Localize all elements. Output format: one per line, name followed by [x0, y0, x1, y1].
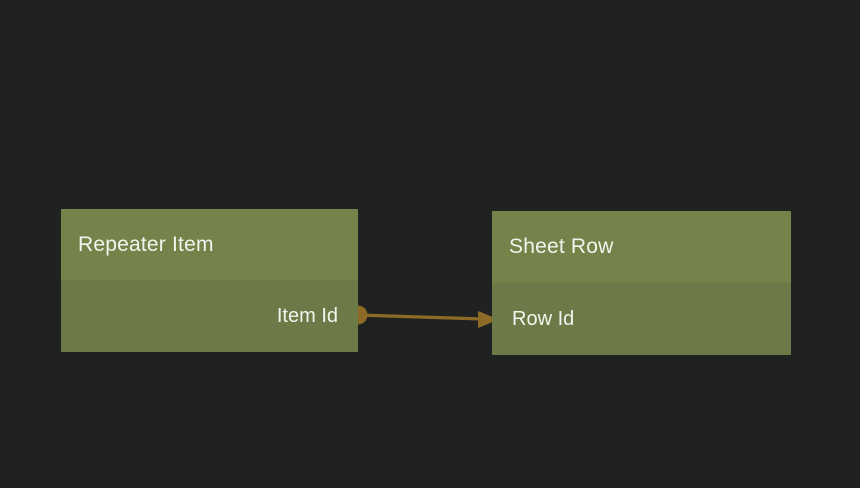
field-label: Item Id: [276, 304, 338, 327]
node-sheet-row[interactable]: Sheet Row Row Id: [492, 211, 791, 355]
node-sheet-row-header: Sheet Row: [492, 211, 791, 283]
node-repeater-item[interactable]: Repeater Item Item Id: [61, 209, 358, 352]
connector-line[interactable]: [357, 313, 484, 321]
node-repeater-item-header: Repeater Item: [61, 209, 358, 280]
field-item-id[interactable]: Item Id: [61, 280, 358, 352]
field-row-id[interactable]: Row Id: [492, 283, 791, 355]
node-title: Repeater Item: [78, 232, 214, 256]
node-title: Sheet Row: [509, 235, 614, 258]
field-label: Row Id: [512, 307, 575, 330]
